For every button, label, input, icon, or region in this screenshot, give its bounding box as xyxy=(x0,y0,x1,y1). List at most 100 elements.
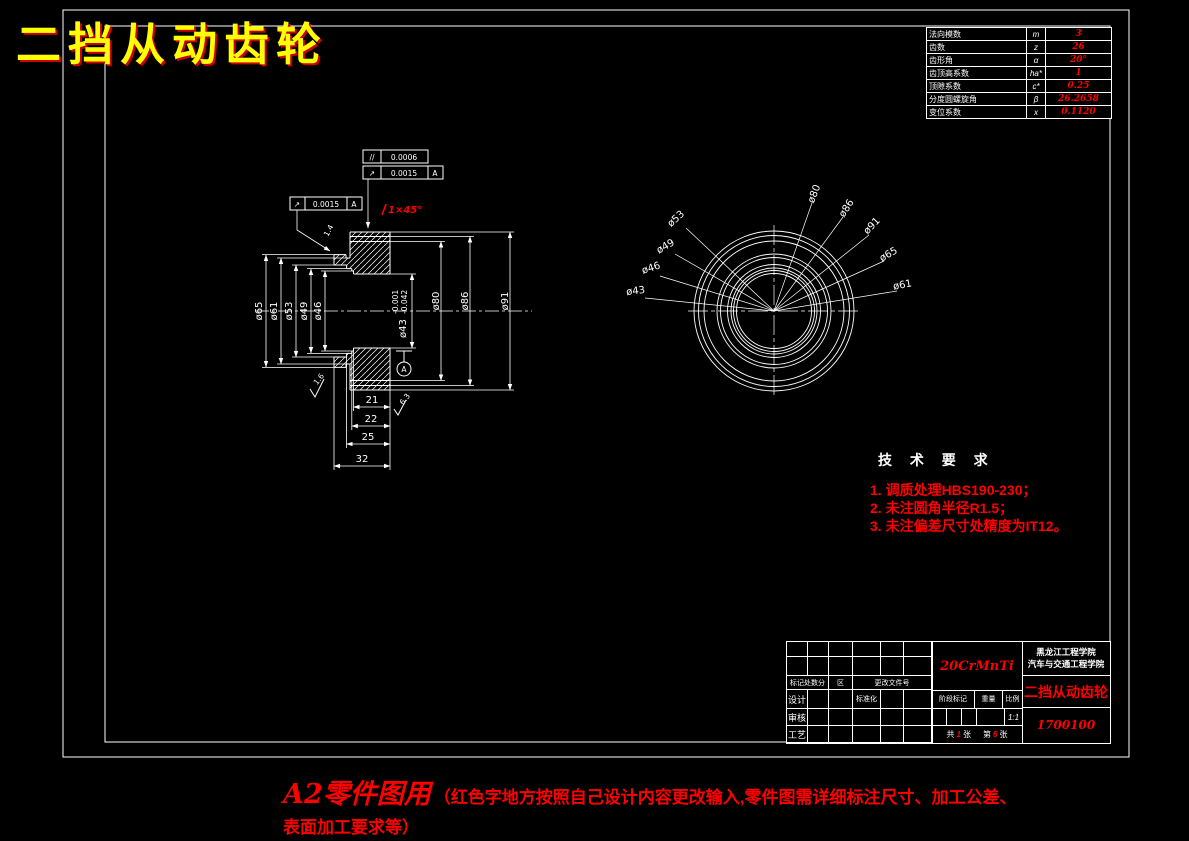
leader-lines xyxy=(644,202,898,312)
param-symbol: β xyxy=(1027,93,1046,105)
dim-label-d80: ø80 xyxy=(431,292,442,311)
cell xyxy=(853,726,881,743)
total-suffix: 张 xyxy=(963,730,971,739)
design-label: 设计 xyxy=(787,690,808,709)
stage-value-row: 1:1 xyxy=(932,709,1022,726)
param-value: 1 xyxy=(1075,68,1082,78)
tol2-datum: A xyxy=(432,169,438,178)
hatch-top xyxy=(334,232,390,274)
cell xyxy=(787,642,808,657)
cell xyxy=(829,657,853,676)
param-label: 齿数 xyxy=(927,41,1027,53)
circle-label-d61: ø61 xyxy=(892,278,913,292)
cell xyxy=(829,642,853,657)
cell xyxy=(829,690,853,709)
material-spec: 20CrMnTi xyxy=(932,642,1022,691)
dim-label-d91: ø91 xyxy=(500,292,511,311)
chamfer-tick xyxy=(381,203,387,216)
tol2-value: 0.0015 xyxy=(391,169,417,178)
cell xyxy=(808,709,829,726)
scale-value: 1:1 xyxy=(1007,712,1020,722)
circle-label-d65: ø65 xyxy=(878,245,900,264)
title-block: 标记处数分区更改文件号 设计标准化 审核 工艺 20CrMnTi 阶段标记 重量… xyxy=(786,641,1111,744)
tol3-datum: A xyxy=(351,200,357,209)
scale-label: 比例 xyxy=(1005,696,1020,703)
mark-label: 标记处数分 xyxy=(787,676,829,690)
section-view: ø65 ø61 ø53 ø49 ø46 ø43 -0.001 -0.042 ø8… xyxy=(254,149,532,470)
tol3-symbol: ↗ xyxy=(294,200,300,209)
tol1-symbol: // xyxy=(369,153,375,162)
caption-lead: A2零件图用 xyxy=(283,779,431,810)
sheet-border-frames xyxy=(62,9,1130,758)
cell xyxy=(808,642,829,657)
tol1-value: 0.0006 xyxy=(391,153,417,162)
outer-frame xyxy=(62,9,1130,758)
tech-requirements-list: 1. 调质处理HBS190-230； 2. 未注圆角半径R1.5； 3. 未注偏… xyxy=(870,481,1068,535)
roughness-value-2: 6.3 xyxy=(398,391,413,406)
school-line1: 黑龙江工程学院 xyxy=(1036,647,1096,658)
sheet-suffix: 张 xyxy=(999,730,1008,739)
cell xyxy=(853,657,881,676)
tol2-symbol: ↗ xyxy=(369,169,375,178)
param-label: 顶隙系数 xyxy=(927,80,1027,92)
cell xyxy=(881,726,904,743)
cell xyxy=(904,657,932,676)
cell xyxy=(962,709,977,725)
param-symbol: m xyxy=(1027,28,1046,40)
cell xyxy=(808,657,829,676)
cell xyxy=(904,726,932,743)
roughness-symbol-1 xyxy=(309,378,325,399)
param-value: 26 xyxy=(1072,42,1085,52)
bore-dia: ø43 xyxy=(398,319,409,338)
school-line2: 汽车与交通工程学院 xyxy=(1027,658,1105,669)
dimension-lines xyxy=(262,231,514,470)
param-value: 20° xyxy=(1069,55,1088,65)
dim-label-25: 25 xyxy=(362,432,375,443)
inner-frame xyxy=(104,25,1111,743)
param-symbol: ha* xyxy=(1027,67,1046,79)
roughness-symbol-2 xyxy=(393,399,407,416)
total-prefix: 共 xyxy=(946,730,955,739)
param-label: 分度圆螺旋角 xyxy=(927,93,1027,105)
bore-tol-upper: -0.001 xyxy=(391,290,400,314)
circle-label-d91: ø91 xyxy=(862,216,883,237)
cell xyxy=(808,690,829,709)
cell xyxy=(932,709,947,725)
circle-label-d86: ø86 xyxy=(837,198,856,220)
datum-flag xyxy=(396,350,412,377)
roughness-value-1: 1.6 xyxy=(312,371,327,386)
cell xyxy=(881,642,904,657)
param-symbol: c* xyxy=(1027,80,1046,92)
circle-label-d43: ø43 xyxy=(626,285,646,298)
sheet-prefix: 第 xyxy=(983,730,991,739)
param-symbol: z xyxy=(1027,41,1046,53)
tolerance-frame-runout-left xyxy=(289,196,363,252)
sheet-total: 1 xyxy=(956,730,961,739)
circle-label-d46: ø46 xyxy=(641,260,662,276)
dim-label-d65: ø65 xyxy=(254,302,265,321)
zone-label: 区 xyxy=(829,676,853,690)
organization-name: 黑龙江工程学院 汽车与交通工程学院 xyxy=(1022,642,1110,676)
cell xyxy=(881,709,904,726)
cell xyxy=(904,709,932,726)
dim-label-d61: ø61 xyxy=(269,302,280,321)
param-label: 齿形角 xyxy=(927,54,1027,66)
param-value: 0.1120 xyxy=(1061,107,1096,117)
cell xyxy=(829,726,853,743)
title-block-right: 黑龙江工程学院 汽车与交通工程学院 二挡从动齿轮 1700100 xyxy=(1022,642,1110,743)
review-label: 审核 xyxy=(787,709,808,726)
tolerance-frame-runout-top xyxy=(362,165,444,229)
param-value: 0.25 xyxy=(1067,81,1090,91)
circle-label-d80: ø80 xyxy=(806,183,823,205)
part-name: 二挡从动齿轮 xyxy=(1022,676,1110,708)
param-label: 变位系数 xyxy=(927,106,1027,118)
cell xyxy=(853,642,881,657)
cell xyxy=(829,709,853,726)
dim-label-d46: ø46 xyxy=(313,302,324,321)
